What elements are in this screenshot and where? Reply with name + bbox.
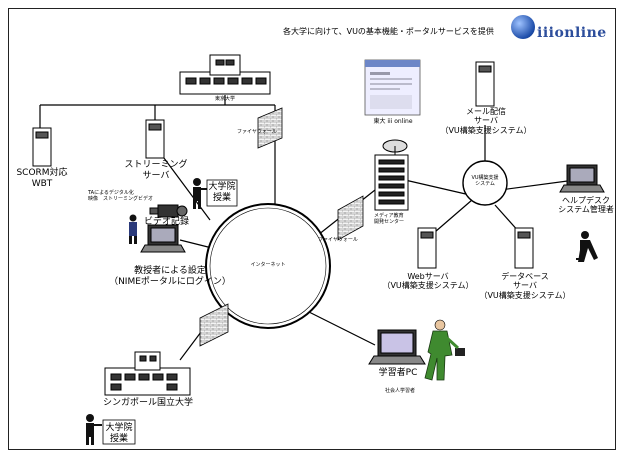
label-web-server: Webサーバ （VU構築支援システム）: [382, 272, 474, 291]
tokyo-univ-building: [179, 54, 271, 95]
label-vu-hub: VU構築支援 システム: [471, 175, 499, 187]
label-streaming-server: ストリーミング サーバ: [124, 160, 188, 181]
label-scorm-wbt: SCORM対応 WBT: [16, 168, 68, 189]
label-professor-setup: 教授者による設定 （NIMEポータルにログイン）: [109, 266, 231, 287]
label-learner-pc: 学習者PC: [378, 368, 418, 378]
firewall-icons: [199, 107, 364, 347]
globe-icon: [511, 15, 535, 39]
lecture-sign-boxes: [102, 179, 238, 445]
video-camera-icon: [149, 204, 188, 218]
person-silhouette-icons: [86, 178, 598, 445]
vu-hub-circle: [462, 160, 508, 206]
iii-online-screenshot: [364, 59, 421, 116]
label-ta-digitize: TAによるデジタル化 映像 ストリーミングビデオ: [88, 190, 154, 202]
laptop-icons: [140, 164, 605, 365]
label-firewall-mid: ファイヤウォール: [318, 237, 358, 243]
label-mail-server: メール配信 サーバ （VU構築支援システム）: [440, 107, 532, 135]
label-working-learner: 社会人学習者: [384, 388, 416, 394]
businessman-icon: [424, 319, 465, 381]
label-university-tokyo: 東京大学: [214, 96, 236, 102]
label-lecture-top: 大学院 授業: [208, 182, 236, 203]
label-media-center: メディア教育 開発センター: [374, 213, 405, 225]
server-tower-icons: [32, 61, 534, 269]
media-center-building: [374, 139, 409, 211]
internet-circle: [205, 203, 331, 329]
label-lecture-bottom: 大学院 授業: [105, 423, 133, 444]
label-video-record: ビデオ記録: [144, 217, 190, 227]
label-firewall-top: ファイヤウォール: [237, 129, 277, 135]
label-internet: インターネット: [250, 262, 286, 268]
label-iii-online: 東大 iii online: [373, 118, 413, 125]
label-db-server: データベース サーバ （VU構築支援システム）: [479, 272, 571, 300]
nus-building: [104, 351, 191, 396]
header-title: 各大学に向けて、VUの基本機能・ポータルサービスを提供: [283, 27, 494, 36]
label-nus: シンガポール国立大学: [102, 398, 194, 408]
logo-text: iiionline: [537, 25, 607, 41]
label-helpdesk: ヘルプデスク システム管理者: [558, 196, 614, 215]
